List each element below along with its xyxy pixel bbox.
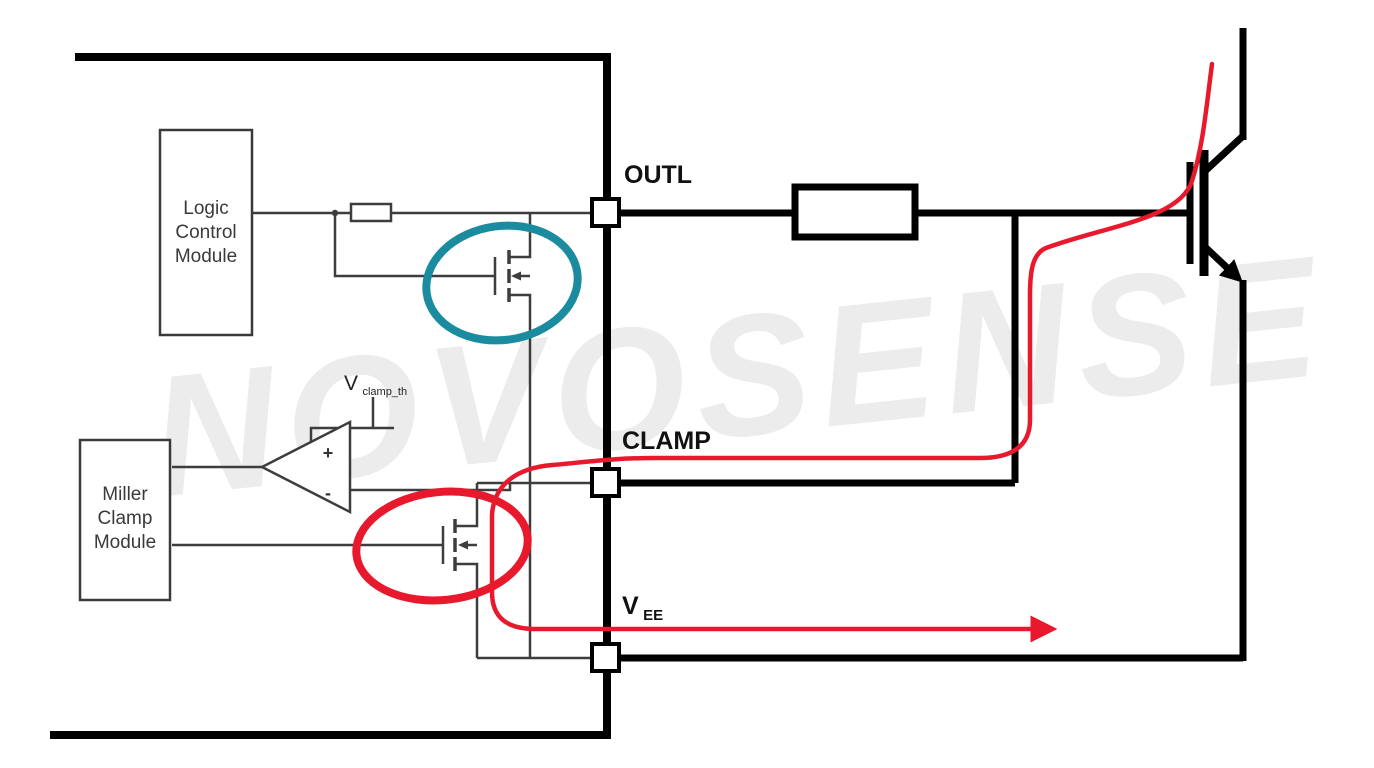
internal-resistor (349, 202, 393, 223)
chip-boundary (50, 53, 611, 739)
gate-resistor (791, 183, 919, 241)
clamp-pin (590, 467, 621, 498)
teal-highlight-circle (422, 221, 582, 345)
vee-label-main: V (622, 592, 639, 620)
outl-pin (590, 197, 621, 228)
logic-control-module-box (158, 128, 254, 337)
miller-clamp-module-box (78, 438, 172, 602)
miller-module-label-line1: Miller (102, 484, 148, 505)
ref-label-main: V (344, 372, 358, 395)
logic-module-label-line3: Module (175, 246, 237, 267)
comparator-plus-sign: + (323, 443, 334, 463)
clamp-threshold-label: V clamp_th (344, 372, 407, 398)
vee-label: V EE (622, 592, 663, 624)
logic-module-label-line2: Control (175, 222, 236, 243)
miller-module-label-line3: Module (94, 532, 156, 553)
ref-label-sub: clamp_th (362, 386, 407, 398)
vee-pin (590, 642, 621, 673)
pulldown-gate-wire (333, 213, 495, 278)
miller-module-label-line2: Clamp (98, 508, 153, 529)
pulldown-fet-drain (509, 213, 532, 259)
pulldown-fet-body-arrow-icon (511, 271, 521, 281)
igbt-collector-diagonal (1201, 133, 1246, 175)
miller-current-path (489, 61, 1215, 643)
comparator-minus-sign: - (325, 483, 331, 503)
clamp-fet-source (455, 562, 479, 658)
logic-module-label-line1: Logic (183, 198, 228, 219)
igbt-emitter-diagonal (1201, 243, 1243, 283)
clamp-fet-body-arrow-icon (458, 540, 468, 550)
clamp-label: CLAMP (622, 427, 711, 455)
vee-label-sub: EE (643, 607, 663, 624)
comparator-triangle (259, 419, 352, 515)
comparator-minus-sense-wire (350, 483, 512, 492)
outl-label: OUTL (624, 161, 692, 189)
red-highlight-circle (352, 487, 532, 605)
